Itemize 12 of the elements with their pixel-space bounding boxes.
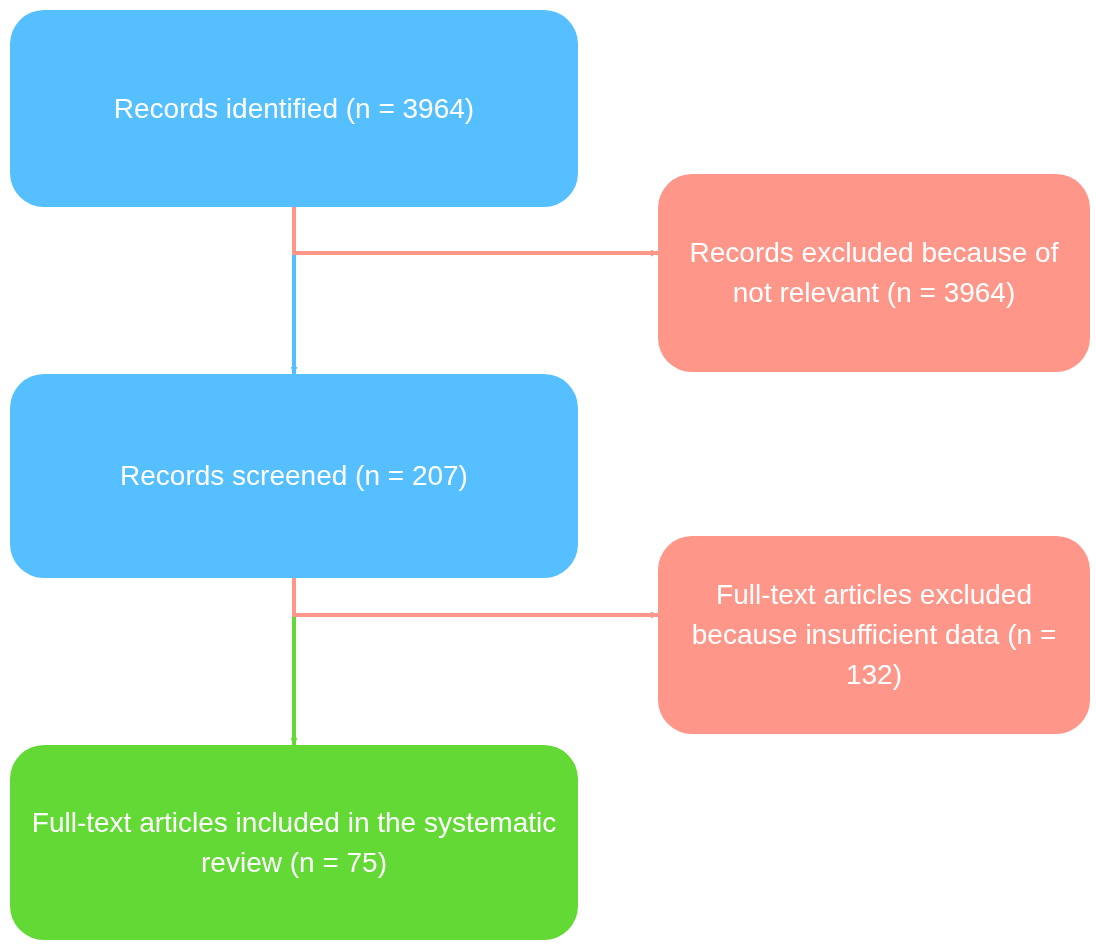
- exclusion-box: [658, 536, 1090, 734]
- arrow: [292, 578, 658, 619]
- arrow: [292, 207, 658, 257]
- process-box: [10, 374, 578, 578]
- exclusion-box: [658, 174, 1090, 372]
- process-box: [10, 10, 578, 207]
- box-text: Full-text articles included in the systematic review (n = 75): [30, 805, 558, 880]
- box-text: Records screened (n = 207): [120, 459, 468, 493]
- result-box: [10, 745, 578, 940]
- box-text: Records excluded because of not relevant (n = 3964): [688, 236, 1060, 310]
- box-text: Full-text articles excluded because insufficient data (n = 132): [690, 578, 1058, 692]
- box-text: Records identified (n = 3964): [113, 91, 475, 126]
